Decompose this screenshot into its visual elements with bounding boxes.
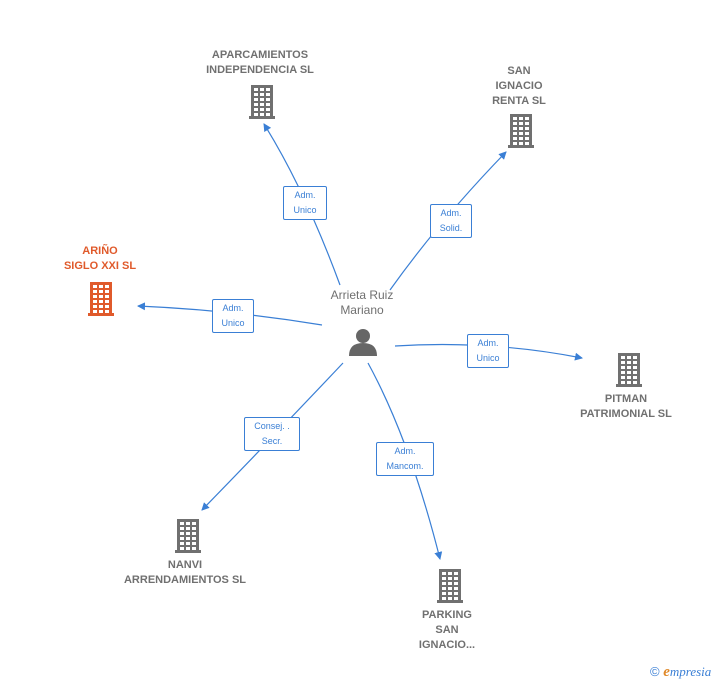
label-line: IGNACIO (495, 80, 543, 92)
label-line: Mariano (340, 303, 384, 317)
label-line: Solid. (439, 223, 463, 233)
label-line: NANVI (167, 559, 203, 571)
building-icon (616, 353, 642, 387)
building-icon (437, 569, 463, 603)
building-icon (249, 85, 275, 119)
relation-tag-nanvi[interactable]: Consej. . Secr. (244, 417, 300, 451)
relation-tag-parking[interactable]: Adm. Mancom. (376, 442, 434, 476)
label-line: Unico (293, 205, 317, 215)
label-line: Adm. (394, 446, 416, 456)
label-line: Mancom. (386, 461, 424, 471)
label-line: INDEPENDENCIA SL (206, 64, 314, 76)
company-label-parking[interactable]: PARKING SAN IGNACIO... (419, 608, 475, 653)
label-line: ARIÑO (82, 245, 118, 257)
label-line: PATRIMONIAL SL (580, 408, 672, 420)
label-line: SIGLO XXI SL (63, 260, 137, 272)
relation-tag-aparcamientos[interactable]: Adm. Unico (283, 186, 327, 220)
label-line: SAN (435, 624, 459, 636)
label-line: PITMAN (604, 393, 648, 405)
person-icon (349, 329, 377, 356)
label-line: IGNACIO... (418, 639, 476, 651)
building-icon (88, 282, 114, 316)
company-label-san-ignacio-renta[interactable]: SAN IGNACIO RENTA SL (492, 64, 546, 109)
label-line: Adm. (477, 338, 499, 348)
relation-tag-arino[interactable]: Adm. Unico (212, 299, 254, 333)
empresia-logo: empresia (663, 664, 712, 680)
company-label-arino[interactable]: ARIÑO SIGLO XXI SL (64, 244, 136, 274)
building-icon (508, 114, 534, 148)
label-line: Arrieta Ruiz (330, 288, 394, 302)
relation-tag-pitman[interactable]: Adm. Unico (467, 334, 509, 368)
company-label-aparcamientos[interactable]: APARCAMIENTOS INDEPENDENCIA SL (206, 48, 314, 78)
label-line: Unico (476, 353, 500, 363)
label-line: RENTA SL (492, 95, 546, 107)
label-line: Consej. . (254, 421, 290, 431)
label-line: Adm. (440, 208, 462, 218)
copyright-icon: © (650, 664, 660, 679)
company-label-pitman[interactable]: PITMAN PATRIMONIAL SL (580, 392, 672, 422)
label-line: Adm. (222, 303, 244, 313)
label-line: Adm. (294, 190, 316, 200)
company-label-nanvi[interactable]: NANVI ARRENDAMIENTOS SL (124, 558, 246, 588)
label-line: SAN (507, 65, 531, 77)
label-line: APARCAMIENTOS (211, 49, 309, 61)
relation-tag-san-ignacio-renta[interactable]: Adm. Solid. (430, 204, 472, 238)
building-icon (175, 519, 201, 553)
label-line: Secr. (261, 436, 283, 446)
label-line: ARRENDAMIENTOS SL (123, 574, 247, 586)
label-line: PARKING (422, 609, 472, 621)
label-line: Unico (221, 318, 245, 328)
footer-brand: © empresia (650, 664, 711, 681)
